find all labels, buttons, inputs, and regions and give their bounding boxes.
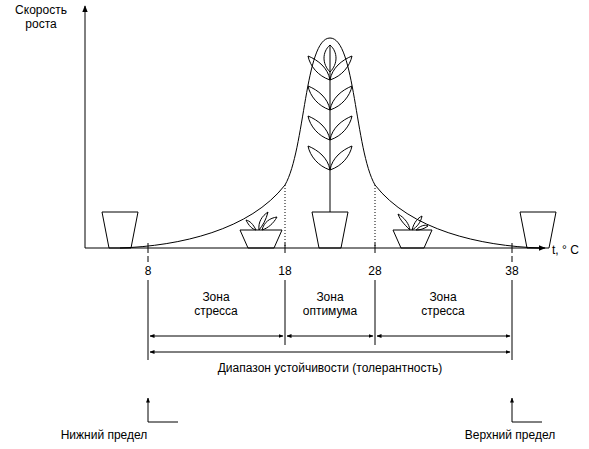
- x-axis: [85, 248, 545, 249]
- wilted-pot: [393, 230, 432, 248]
- zone-label: Зона оптимума: [298, 290, 362, 318]
- y-axis: [85, 6, 86, 248]
- empty-pot: [520, 212, 556, 248]
- sprout-pot: [240, 230, 282, 248]
- tick-value: 8: [143, 264, 154, 278]
- empty-pot: [102, 212, 138, 248]
- axis-label: Скорость роста: [4, 3, 78, 31]
- axis-label: t, ° C: [552, 243, 579, 257]
- plant-pot: [312, 212, 348, 248]
- zone-label: Зона стресса: [186, 290, 246, 318]
- tick-value: 28: [366, 264, 383, 278]
- range-label: Диапазон устойчивости (толерантность): [218, 361, 443, 375]
- zone-label: Зона стресса: [413, 290, 473, 318]
- limit-label: Нижний предел: [61, 428, 148, 442]
- tick-value: 38: [503, 264, 520, 278]
- tick-value: 18: [276, 264, 293, 278]
- growth-curve: [120, 38, 540, 248]
- limit-label: Верхний предел: [465, 428, 555, 442]
